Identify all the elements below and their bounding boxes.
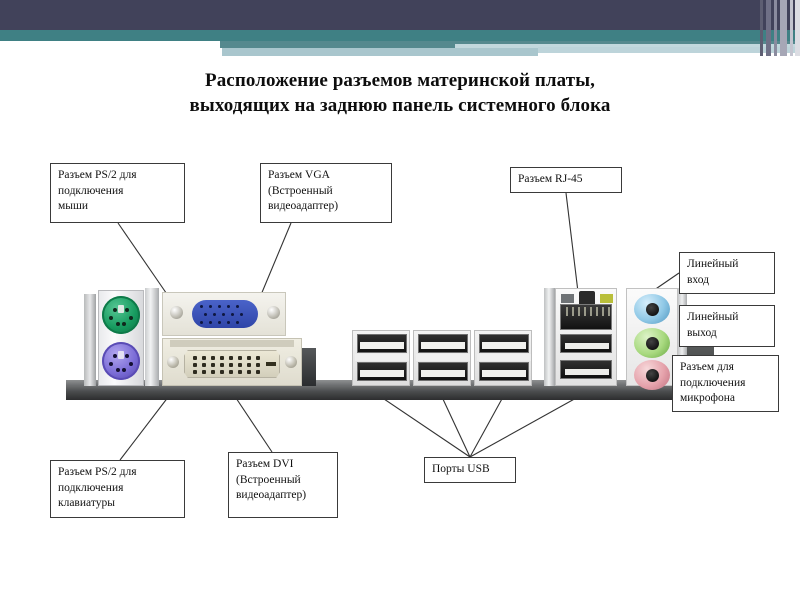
header-stripe-5	[790, 0, 793, 56]
callout-ps2-mouse: Разъем PS/2 для подключения мыши	[50, 163, 185, 223]
rj45-led-left	[561, 294, 574, 303]
header-stripe-2	[766, 0, 771, 56]
leader-line-usb-2	[441, 396, 471, 458]
rj45-led-right	[600, 294, 613, 303]
audio-line-in	[634, 294, 670, 324]
panel-board-segment	[302, 348, 316, 386]
usb-port-1	[352, 330, 410, 386]
header-stripe-3	[774, 0, 777, 56]
panel-divider-shield-1	[145, 288, 159, 386]
callout-line-out: Линейный выход	[679, 305, 775, 347]
audio-mic	[634, 360, 670, 390]
header-lightblue-band-1	[222, 48, 538, 56]
ps2-green-pins	[102, 296, 140, 334]
callout-rj45: Разъем RJ-45	[510, 167, 622, 193]
callout-usb: Порты USB	[424, 457, 516, 483]
leader-line-usb-3	[469, 396, 504, 458]
header-teal-band	[0, 30, 800, 41]
ps2-purple-port	[102, 342, 140, 380]
header-stripe-4	[780, 0, 787, 56]
ps2-purple-pins	[102, 342, 140, 380]
callout-ps2-keyboard: Разъем PS/2 для подключения клавиатуры	[50, 460, 185, 518]
usb-port-5	[560, 360, 612, 379]
usb-port-2	[413, 330, 471, 386]
audio-line-out	[634, 328, 670, 358]
vga-screw-left	[170, 306, 183, 319]
leader-line-usb-4	[469, 396, 579, 458]
leader-line-usb-1	[380, 396, 471, 458]
dvi-screw-left	[167, 356, 179, 368]
header-lightblue-band-3	[538, 47, 800, 53]
vga-screw-right	[267, 306, 280, 319]
dvi-flat-blade-slot	[266, 362, 276, 366]
panel-base-rail	[66, 386, 714, 400]
header-notch	[0, 41, 220, 51]
panel-divider-shield-2	[544, 288, 555, 386]
callout-line-in: Линейный вход	[679, 252, 775, 294]
vga-port	[192, 300, 258, 328]
callout-dvi: Разъем DVI (Встроенный видеоадаптер)	[228, 452, 338, 518]
ps2-green-port	[102, 296, 140, 334]
callout-vga: Разъем VGA (Встроенный видеоадаптер)	[260, 163, 392, 223]
header-stripe-6	[795, 0, 800, 56]
page-title-line-1: Расположение разъемов материнской платы,	[205, 70, 595, 91]
dvi-top-bar	[170, 340, 294, 347]
dvi-screw-right	[285, 356, 297, 368]
callout-mic: Разъем для подключения микрофона	[672, 355, 779, 412]
usb-port-4	[560, 334, 612, 353]
rj45-port	[560, 304, 612, 330]
page-title-line-2: выходящих на заднюю панель системного бл…	[189, 95, 611, 116]
header-navy-band	[0, 0, 800, 30]
leader-line-rj45	[565, 192, 579, 293]
panel-left-shield	[84, 294, 96, 386]
page-title: Расположение разъемов материнской платы,…	[60, 68, 740, 118]
usb-port-3	[474, 330, 532, 386]
rj45-latch	[579, 291, 595, 305]
dvi-port	[184, 350, 280, 378]
motherboard-back-panel-illustration	[66, 288, 714, 406]
header-stripe-1	[760, 0, 763, 56]
